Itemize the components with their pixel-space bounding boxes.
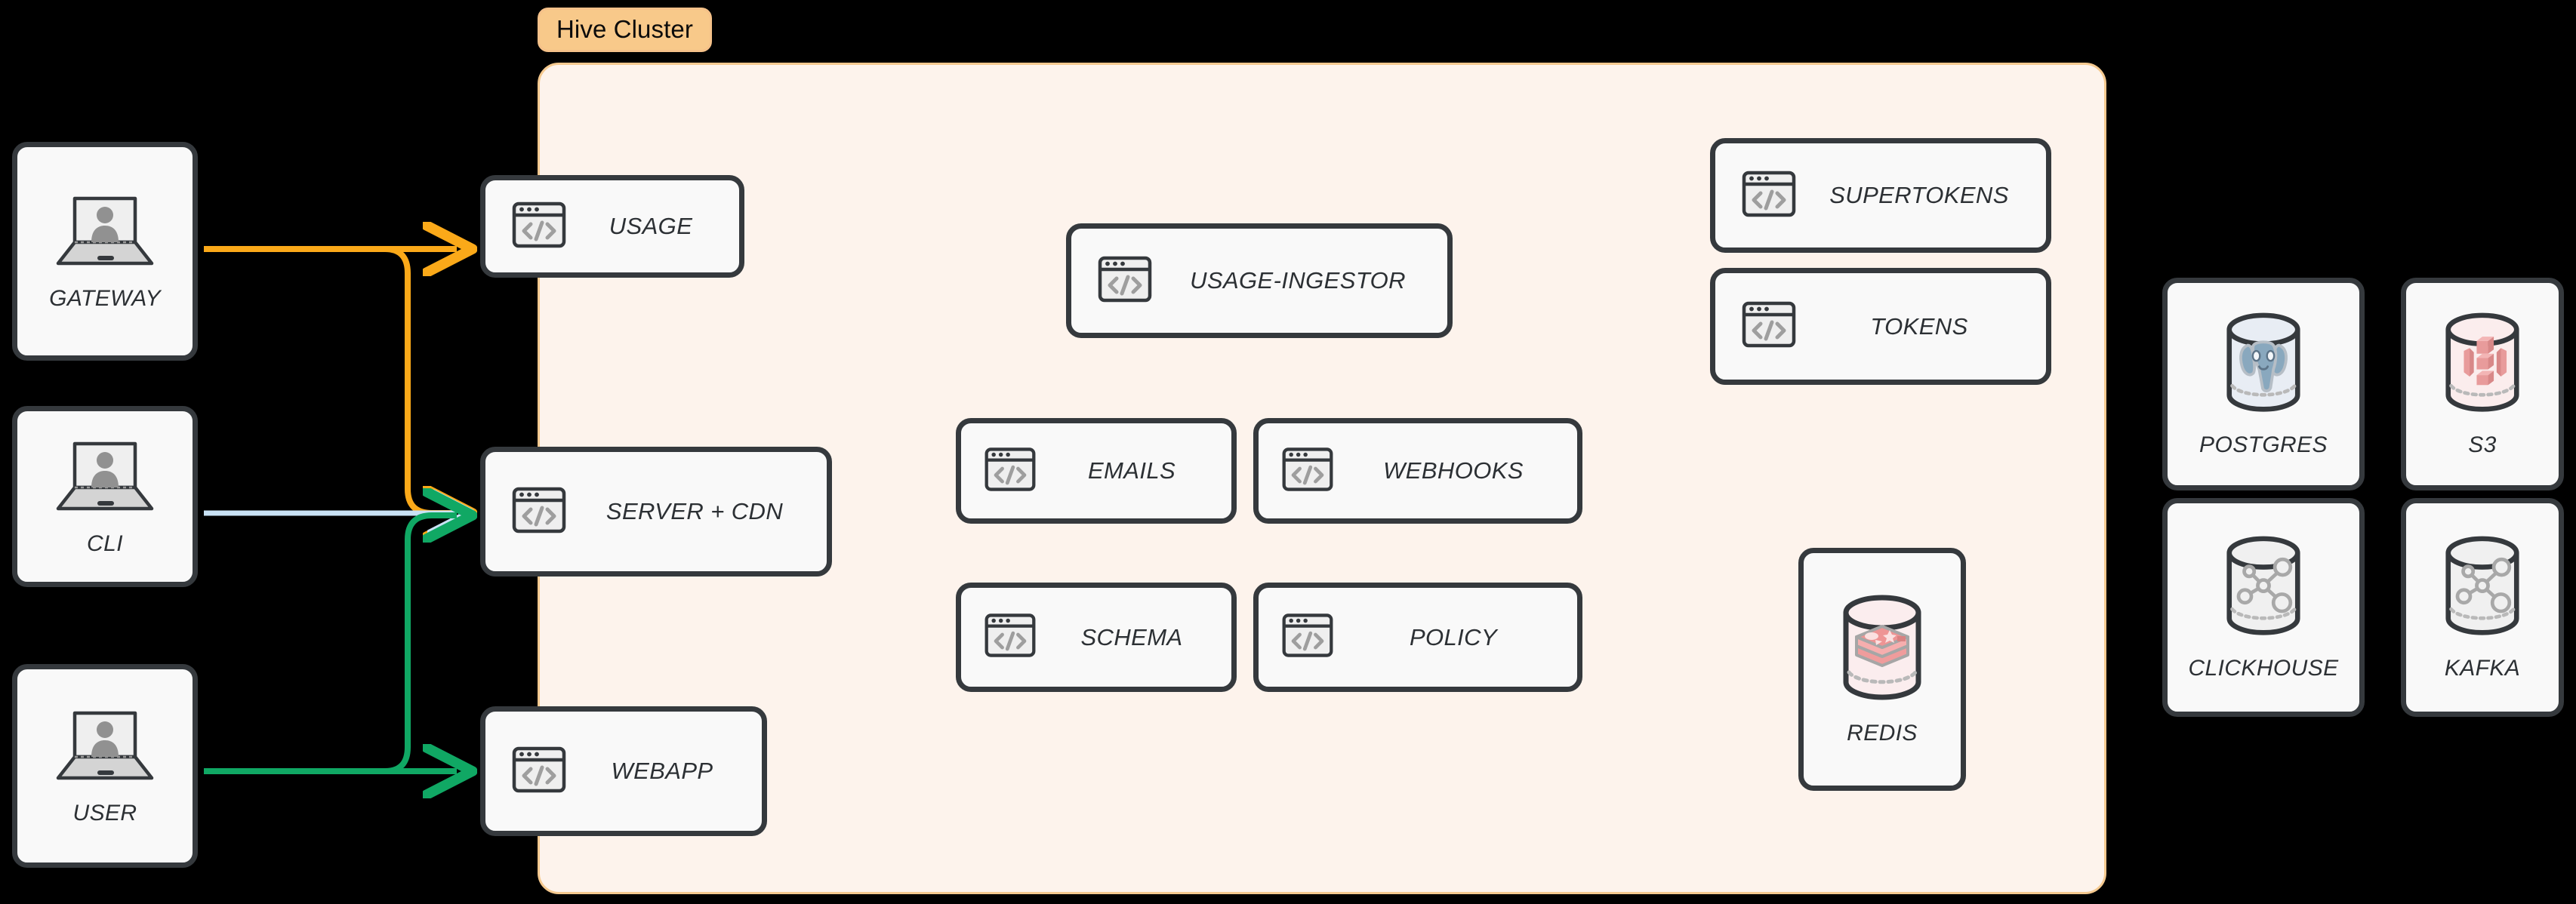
code-window-icon bbox=[982, 607, 1038, 667]
node-gateway-label: GATEWAY bbox=[49, 286, 161, 311]
node-clickhouse[interactable]: CLICKHOUSE bbox=[2162, 498, 2365, 717]
laptop-user-icon bbox=[52, 706, 158, 789]
database-s3-icon bbox=[2433, 311, 2532, 420]
code-window-icon bbox=[510, 481, 569, 543]
node-webhooks-label: WEBHOOKS bbox=[1383, 457, 1524, 484]
node-cli[interactable]: CLI bbox=[12, 406, 198, 587]
database-graph-icon bbox=[2433, 534, 2532, 644]
node-schema[interactable]: SCHEMA bbox=[956, 583, 1237, 692]
edge-user-to-server-cdn bbox=[204, 515, 457, 774]
laptop-user-icon bbox=[52, 436, 158, 519]
node-user[interactable]: USER bbox=[12, 664, 198, 868]
edge-gateway-to-server-cdn bbox=[204, 246, 457, 513]
laptop-user-icon bbox=[52, 191, 158, 274]
code-window-icon bbox=[1739, 295, 1798, 358]
node-policy-label: POLICY bbox=[1409, 623, 1498, 650]
code-window-icon bbox=[1739, 165, 1798, 227]
code-window-icon bbox=[982, 441, 1038, 501]
node-schema-label: SCHEMA bbox=[1080, 623, 1183, 650]
node-webapp[interactable]: WEBAPP bbox=[480, 706, 767, 836]
node-cli-label: CLI bbox=[87, 531, 123, 556]
node-usage[interactable]: USAGE bbox=[480, 175, 744, 278]
code-window-icon bbox=[1280, 607, 1336, 667]
node-postgres-label: POSTGRES bbox=[2199, 432, 2328, 457]
node-supertokens-label: SUPERTOKENS bbox=[1829, 182, 2009, 208]
node-s3-label: S3 bbox=[2468, 432, 2497, 457]
node-kafka[interactable]: KAFKA bbox=[2401, 498, 2564, 717]
node-usage-label: USAGE bbox=[609, 213, 693, 239]
hive-cluster-badge: Hive Cluster bbox=[538, 8, 712, 52]
node-usage-ingestor-label: USAGE-INGESTOR bbox=[1190, 267, 1406, 294]
node-user-label: USER bbox=[72, 801, 137, 826]
node-gateway[interactable]: GATEWAY bbox=[12, 142, 198, 361]
code-window-icon bbox=[510, 195, 569, 258]
node-redis[interactable]: REDIS bbox=[1798, 548, 1966, 791]
code-window-icon bbox=[1280, 441, 1336, 501]
node-tokens[interactable]: TOKENS bbox=[1710, 268, 2051, 385]
node-emails[interactable]: EMAILS bbox=[956, 418, 1237, 524]
node-webhooks[interactable]: WEBHOOKS bbox=[1253, 418, 1582, 524]
node-server-cdn-label: SERVER + CDN bbox=[605, 498, 784, 524]
node-server-cdn[interactable]: SERVER + CDN bbox=[480, 447, 832, 577]
node-webapp-label: WEBAPP bbox=[611, 758, 713, 784]
node-redis-label: REDIS bbox=[1847, 720, 1918, 746]
node-clickhouse-label: CLICKHOUSE bbox=[2188, 655, 2339, 681]
node-postgres[interactable]: POSTGRES bbox=[2162, 278, 2365, 490]
code-window-icon bbox=[510, 740, 569, 803]
code-window-icon bbox=[1095, 250, 1154, 312]
node-kafka-label: KAFKA bbox=[2444, 655, 2521, 681]
database-graph-icon bbox=[2214, 534, 2313, 644]
database-postgres-icon bbox=[2214, 311, 2313, 420]
node-s3[interactable]: S3 bbox=[2401, 278, 2564, 490]
node-usage-ingestor[interactable]: USAGE-INGESTOR bbox=[1066, 223, 1453, 338]
node-tokens-label: TOKENS bbox=[1870, 312, 1968, 340]
database-redis-icon bbox=[1829, 593, 1935, 709]
node-supertokens[interactable]: SUPERTOKENS bbox=[1710, 138, 2051, 253]
node-emails-label: EMAILS bbox=[1087, 457, 1176, 484]
node-policy[interactable]: POLICY bbox=[1253, 583, 1582, 692]
